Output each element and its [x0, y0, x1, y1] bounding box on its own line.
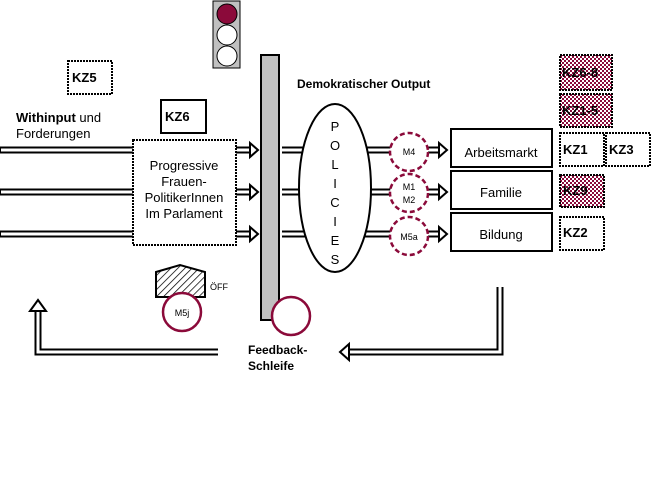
policies-letter: P	[331, 119, 340, 134]
kz6-8-label: KZ6-8	[562, 65, 598, 80]
policies-letter: C	[330, 195, 339, 210]
domain-label: Arbeitsmarkt	[465, 145, 538, 160]
kz6-label: KZ6	[165, 109, 190, 124]
m1-label: M1	[403, 182, 416, 192]
m2-label: M2	[403, 195, 416, 205]
kz6-box: KZ6	[160, 99, 207, 134]
policies-letter: E	[331, 233, 340, 248]
kz5-label: KZ5	[72, 70, 97, 85]
political-system-bar	[260, 54, 280, 321]
feedback-label-line2: Schleife	[248, 359, 294, 373]
policies-letter: L	[331, 157, 338, 172]
kz9-label: KZ9	[563, 183, 588, 198]
domain-label: Bildung	[479, 227, 522, 242]
oeff-label: ÖFF	[210, 282, 228, 292]
kz5-box: KZ5	[67, 60, 113, 95]
actors-line: Im Parlament	[145, 206, 223, 221]
kz1-5-box	[559, 93, 613, 128]
policies-ellipse: P O L I C I E S	[298, 103, 372, 273]
policies-letter: I	[333, 214, 337, 229]
public-sphere-icon	[155, 263, 206, 298]
arbeitsmarkt-box	[450, 128, 553, 168]
m5a-circle	[388, 215, 430, 257]
policies-letter: S	[331, 252, 340, 267]
m1-m2-circle	[388, 172, 430, 214]
m5a-label: M5a	[400, 232, 418, 242]
kz1-label: KZ1	[563, 142, 588, 157]
kz3-box	[605, 132, 651, 167]
bildung-box	[450, 212, 553, 252]
actors-line: Frauen-	[161, 174, 207, 189]
input-label-line2: Forderungen	[16, 126, 90, 141]
familie-box	[450, 170, 553, 210]
kz1-box	[559, 132, 605, 167]
input-arrows	[0, 140, 260, 244]
actors-box: Progressive Frauen- PolitikerInnen Im Pa…	[132, 139, 237, 246]
kz3-label: KZ3	[609, 142, 634, 157]
feedback-arrow-right	[338, 287, 504, 363]
m4-circle	[388, 131, 430, 173]
m4-label: M4	[403, 147, 416, 157]
actors-line: PolitikerInnen	[145, 190, 224, 205]
kz2-box	[559, 216, 605, 251]
m5j-label: M5j	[175, 308, 190, 318]
traffic-light-icon	[212, 0, 241, 69]
policies-letter: O	[330, 138, 340, 153]
feedback-circle	[270, 295, 312, 337]
domain-label: Familie	[480, 185, 522, 200]
actors-line: Progressive	[150, 158, 219, 173]
kz1-5-label: KZ1-5	[562, 103, 598, 118]
input-label: Withinput und	[16, 110, 101, 125]
feedback-arrow-left	[28, 298, 218, 356]
output-title: Demokratischer Output	[297, 77, 430, 91]
m5j-circle: M5j	[161, 291, 203, 333]
policies-letter: I	[333, 176, 337, 191]
kz6-8-box	[559, 54, 613, 91]
kz2-label: KZ2	[563, 225, 588, 240]
kz9-box	[559, 174, 605, 208]
feedback-label: Feedback-	[248, 343, 307, 357]
